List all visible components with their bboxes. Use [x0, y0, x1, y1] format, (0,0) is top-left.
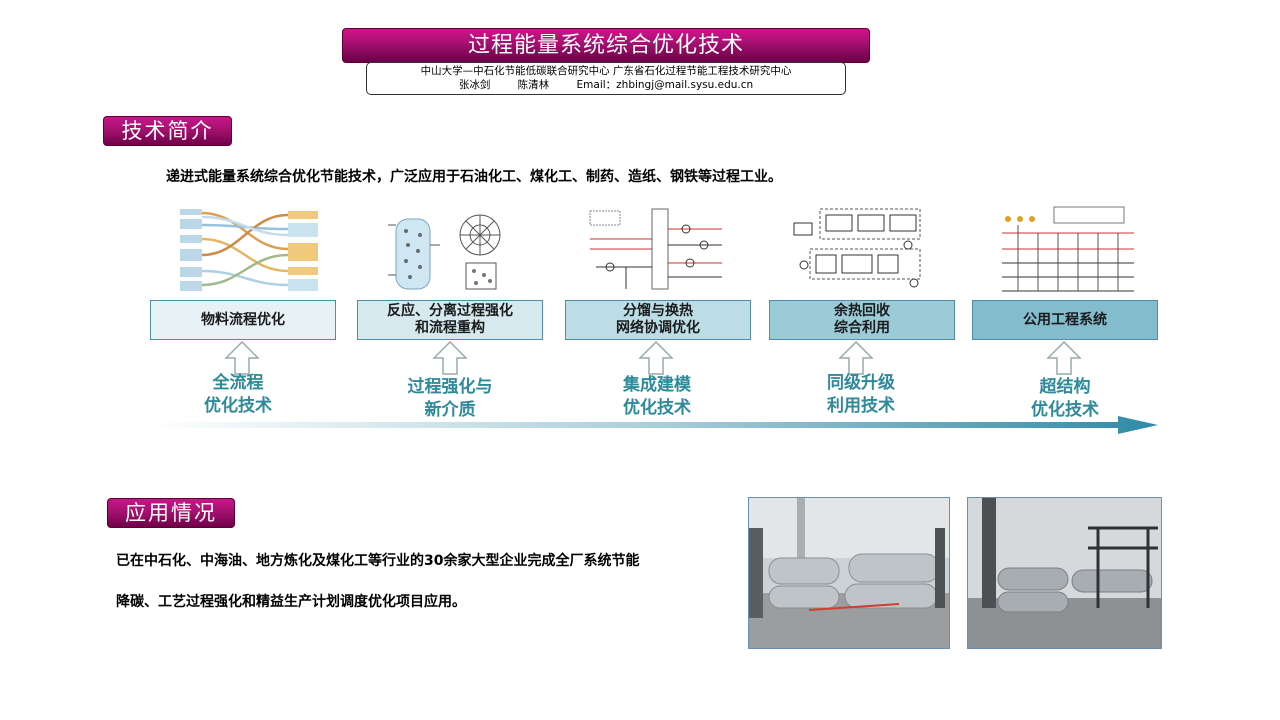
tech-label-superstructure: 超结构 优化技术 [1031, 377, 1099, 420]
reactor-diagram-image [380, 205, 520, 297]
section-header-application: 应用情况 [107, 498, 235, 528]
affiliation-box: 中山大学—中石化节能低碳联合研究中心 广东省石化过程节能工程技术研究中心 张冰剑… [366, 62, 846, 95]
arrow-up-icon [838, 340, 874, 375]
arrow-up-icon [432, 340, 468, 375]
plant-photo-2 [967, 497, 1162, 649]
affiliation-line: 中山大学—中石化节能低碳联合研究中心 广东省石化过程节能工程技术研究中心 [420, 65, 792, 77]
email-text: Email：zhbingj@mail.sysu.edu.cn [576, 79, 754, 91]
tech-label-integrated-modeling: 集成建模 优化技术 [623, 375, 691, 418]
arrow-up-icon [1046, 340, 1082, 375]
intro-text: 递进式能量系统综合优化节能技术，广泛应用于石油化工、煤化工、制药、造纸、钢铁等过… [166, 169, 782, 185]
application-text-line1: 已在中石化、中海油、地方炼化及煤化工等行业的30余家大型企业完成全厂系统节能 [116, 553, 640, 569]
stage-box-fractionation-hen: 分馏与换热 网络协调优化 [565, 300, 751, 340]
stage-box-label: 物料流程优化 [201, 311, 285, 328]
stage-box-label: 分馏与换热 网络协调优化 [616, 303, 700, 336]
section-header-intro: 技术简介 [103, 116, 232, 146]
utility-system-image [998, 205, 1138, 297]
stage-box-utility: 公用工程系统 [972, 300, 1158, 340]
arrow-up-icon [638, 340, 674, 375]
sankey-diagram-image [180, 205, 320, 297]
progression-arrow [148, 416, 1158, 434]
tech-label-same-level-upgrade: 同级升级 利用技术 [827, 373, 895, 416]
plant-photo-1 [748, 497, 950, 649]
arrow-up-icon [224, 340, 260, 375]
stage-box-label: 公用工程系统 [1023, 311, 1107, 328]
stage-box-label: 反应、分离过程强化 和流程重构 [387, 303, 513, 336]
application-text-line2: 降碳、工艺过程强化和精益生产计划调度优化项目应用。 [116, 594, 466, 610]
authors-line: 张冰剑 陈清林 Email：zhbingj@mail.sysu.edu.cn [367, 78, 845, 92]
stage-box-process-intensification: 反应、分离过程强化 和流程重构 [357, 300, 543, 340]
author-name: 张冰剑 [458, 79, 491, 91]
tech-label-intensification: 过程强化与 新介质 [407, 377, 493, 420]
waste-heat-recovery-image [790, 205, 930, 297]
author-name: 陈清林 [517, 79, 550, 91]
tech-label-full-process: 全流程 优化技术 [204, 373, 272, 416]
heat-exchanger-network-image [586, 205, 726, 297]
stage-box-material-flow: 物料流程优化 [150, 300, 336, 340]
page-title: 过程能量系统综合优化技术 [342, 28, 870, 63]
stage-box-label: 余热回收 综合利用 [834, 303, 890, 336]
stage-box-waste-heat: 余热回收 综合利用 [769, 300, 955, 340]
